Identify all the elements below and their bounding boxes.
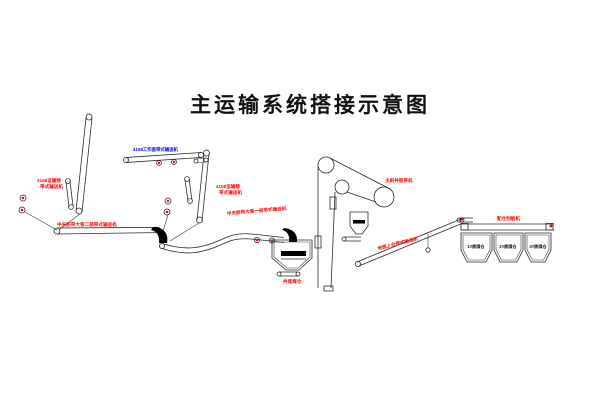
right-gate-label-line2: 带式输送机	[219, 189, 242, 196]
main-gate-belt-2: 中央胶带大巷二部带式输送机	[53, 221, 168, 243]
bin-scraper-conveyor: 配仓刮板机	[456, 215, 554, 231]
pulley	[171, 159, 177, 165]
coal-bin-1: 1#原煤仓	[460, 232, 493, 263]
left-gate-label-line1: 4106运输巷	[37, 177, 61, 184]
coal-bin-2-label: 2#原煤仓	[499, 243, 517, 250]
coal-bin-1-label: 1#原煤仓	[467, 243, 485, 250]
transfer-chute	[282, 228, 298, 242]
right-gate-label-line1: 4108运输巷	[216, 183, 240, 190]
pit-bunker-label: 井底煤仓	[283, 278, 302, 285]
transfer-chute	[151, 227, 168, 243]
face-conveyor: 4108工作面带式输送机	[123, 146, 209, 166]
pulley	[18, 206, 26, 214]
pulley	[163, 208, 171, 216]
left-gate-conveyor: 4106运输巷 带式输送机	[18, 113, 93, 231]
bend-pulley	[334, 179, 350, 195]
main-gate-belt1-label: 中央胶带大巷一部带式输送机	[227, 205, 288, 217]
tail-frame	[323, 285, 334, 292]
drive-drum	[373, 186, 395, 208]
slope-belt-label: 主斜井胶带机	[385, 177, 413, 184]
take-up-weight	[314, 235, 322, 249]
coal-level	[353, 220, 365, 224]
coal-level	[281, 251, 306, 256]
surface-bunker	[341, 211, 369, 242]
pulley	[19, 194, 27, 202]
main-slope-belt: 主斜井胶带机	[314, 156, 413, 292]
face-belt-label: 4108工作面带式输送机	[133, 146, 179, 153]
left-gate-label-line2: 带式输送机	[40, 183, 63, 190]
pulley	[253, 236, 260, 243]
pulley	[156, 160, 162, 166]
pit-bunker: 井底煤仓	[271, 239, 313, 285]
take-up-weight	[329, 196, 337, 210]
diagram-title: 主运输系统搭接示意图	[190, 93, 430, 117]
right-gate-conveyor: 4108运输巷 带式输送机	[159, 149, 242, 242]
main-gate-belt-1: 中央胶带大巷一部带式输送机	[158, 205, 298, 254]
coal-bin-2: 2#原煤仓	[493, 232, 524, 263]
main-gate-belt2-label: 中央胶带大巷二部带式输送机	[57, 221, 117, 228]
coal-bin-3-label: 3#原煤仓	[529, 243, 547, 250]
coal-bin-3: 3#原煤仓	[524, 232, 552, 263]
surface-inclined-conveyor: 地面上仓带式输送机	[354, 217, 465, 267]
bin-scraper-label: 配仓刮板机	[497, 215, 520, 222]
pulley	[164, 197, 172, 205]
head-pulley	[317, 156, 335, 174]
